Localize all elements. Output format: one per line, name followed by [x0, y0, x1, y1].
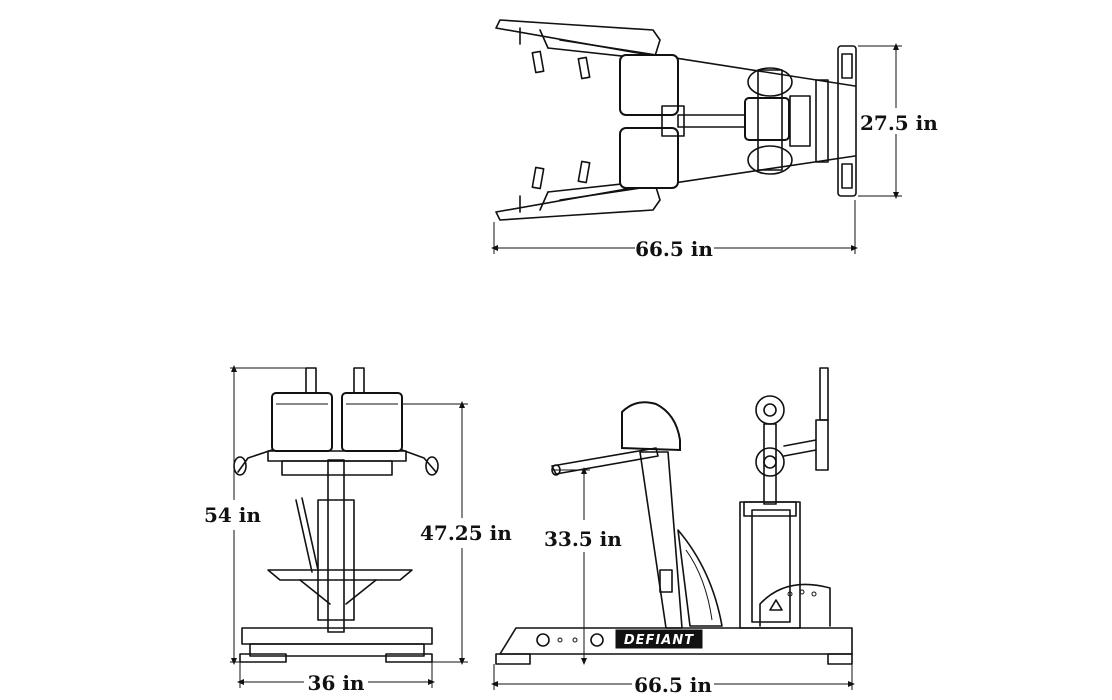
- top-view: [495, 19, 857, 221]
- side-height-handle-label: 33.5 in: [544, 527, 622, 551]
- top-width-label: 27.5 in: [860, 111, 938, 135]
- top-length-label: 66.5 in: [635, 237, 713, 261]
- side-height-handle-dimension: 33.5 in: [544, 467, 622, 665]
- front-width-dimension: 36 in: [237, 662, 435, 695]
- side-view: DEFIANT: [495, 367, 853, 665]
- side-length-label: 66.5 in: [634, 673, 712, 697]
- front-height-total-dimension: 54 in: [204, 365, 306, 665]
- front-width-label: 36 in: [308, 671, 365, 695]
- front-height-pad-dimension: 47.25 in: [402, 401, 512, 665]
- side-length-dimension: 66.5 in: [491, 664, 855, 697]
- brand-logo: DEFIANT: [624, 633, 694, 648]
- front-view: [233, 367, 439, 663]
- front-height-pad-label: 47.25 in: [420, 521, 512, 545]
- front-height-total-label: 54 in: [204, 503, 261, 527]
- top-width-dimension: 27.5 in: [858, 43, 938, 199]
- top-length-dimension: 66.5 in: [491, 200, 858, 261]
